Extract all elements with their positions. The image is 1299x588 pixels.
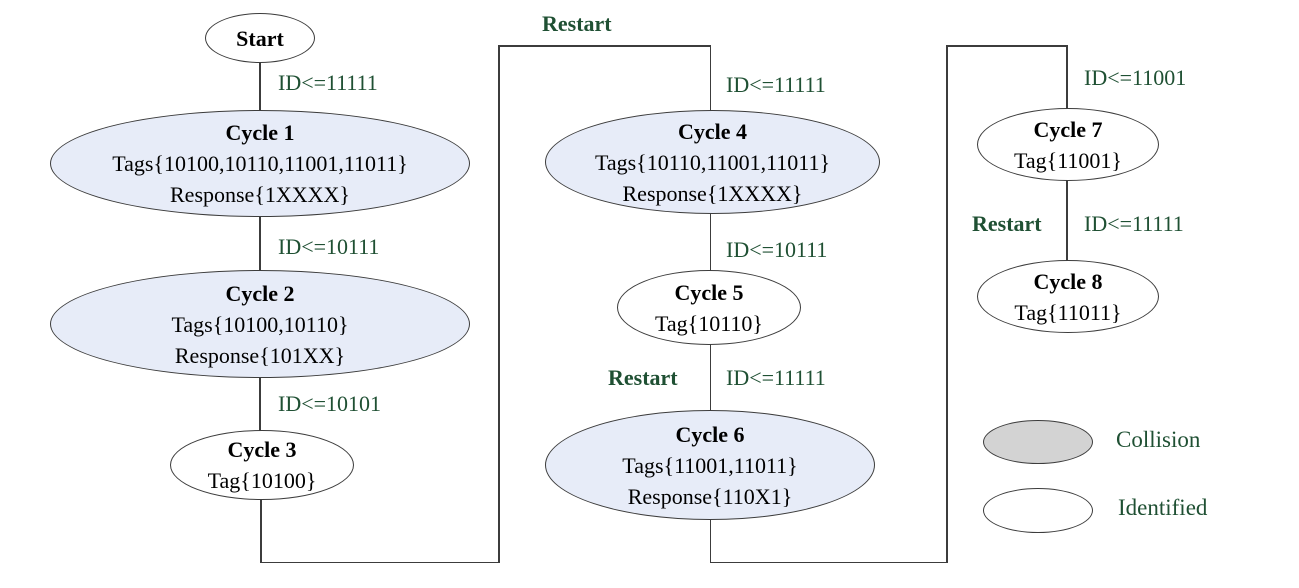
node-tags: Tags{10110,11001,11011} [594, 149, 831, 175]
edge-label-cycle5-cycle6: ID<=11111 [726, 365, 826, 390]
edge-cycle4-cycle5 [709, 211, 711, 273]
edge-label-start-cycle1: ID<=11111 [278, 70, 378, 95]
node-title: Cycle 1 [225, 120, 295, 145]
node-tags: Tags{10100,10110,11001,11011} [112, 151, 408, 176]
edge-cycle2-cycle3 [259, 376, 261, 433]
restart-loop2-into-cycle7-segment [1066, 45, 1068, 111]
edge-label-cycle2-cycle3: ID<=10101 [278, 391, 382, 416]
restart-loop1-down-segment [260, 497, 262, 563]
edge-cycle5-cycle6 [709, 342, 711, 413]
edge-label-loop2-cycle7: ID<=11001 [1084, 65, 1187, 90]
restart-label-cycle7: Restart [972, 211, 1042, 236]
node-title: Cycle 2 [225, 280, 295, 306]
node-title: Cycle 4 [677, 118, 748, 144]
restart-label-loop1: Restart [542, 11, 612, 36]
node-response: Response{1XXXX} [170, 182, 350, 207]
restart-loop1-up-segment [498, 45, 500, 563]
legend-identified-swatch [983, 488, 1093, 533]
node-tag: Tag{11011} [1014, 299, 1122, 325]
restart-label-cycle5: Restart [608, 365, 678, 390]
node-tags: Tags{11001,11011} [622, 452, 798, 478]
node-start: Start [205, 13, 315, 63]
node-cycle-6: Cycle 6 Tags{11001,11011} Response{110X1… [545, 410, 875, 520]
restart-loop2-up-segment [946, 45, 948, 563]
restart-loop1-bottom-segment [260, 561, 499, 563]
restart-loop2-bottom-segment [709, 561, 948, 563]
legend-collision-label: Collision [1116, 427, 1201, 452]
node-title: Cycle 7 [1033, 116, 1103, 142]
node-title: Cycle 6 [675, 421, 745, 447]
restart-loop1-into-cycle4-segment [709, 45, 711, 113]
node-tags: Tags{10100,10110} [171, 311, 349, 337]
edge-cycle1-cycle2 [259, 214, 261, 274]
node-cycle-2: Cycle 2 Tags{10100,10110} Response{101XX… [50, 270, 470, 378]
node-tag: Tag{10110} [655, 310, 763, 336]
node-tag: Tag{11001} [1014, 147, 1122, 173]
node-cycle-5: Cycle 5 Tag{10110} [617, 270, 801, 345]
node-tag: Tag{10100} [207, 468, 317, 493]
node-response: Response{101XX} [174, 342, 346, 368]
edge-label-cycle4-cycle5: ID<=10111 [726, 237, 828, 262]
edge-cycle7-cycle8 [1066, 178, 1068, 263]
edge-label-cycle7-cycle8: ID<=11111 [1084, 211, 1184, 236]
legend-identified-label: Identified [1118, 495, 1208, 520]
legend-collision-swatch [983, 420, 1093, 464]
node-title: Start [236, 25, 284, 51]
node-cycle-3: Cycle 3 Tag{10100} [170, 430, 354, 500]
node-cycle-8: Cycle 8 Tag{11011} [977, 260, 1159, 333]
node-cycle-7: Cycle 7 Tag{11001} [977, 108, 1159, 181]
node-title: Cycle 8 [1033, 268, 1103, 294]
node-title: Cycle 3 [227, 437, 297, 462]
node-response: Response{110X1} [627, 483, 793, 509]
node-title: Cycle 5 [674, 279, 744, 305]
restart-loop2-top-segment [946, 45, 1067, 47]
node-cycle-1: Cycle 1 Tags{10100,10110,11001,11011} Re… [50, 110, 470, 217]
node-response: Response{1XXXX} [622, 180, 803, 206]
restart-loop2-down-segment [709, 517, 711, 563]
edge-label-cycle1-cycle2: ID<=10111 [278, 234, 380, 259]
node-cycle-4: Cycle 4 Tags{10110,11001,11011} Response… [545, 110, 880, 214]
edge-start-cycle1 [259, 61, 261, 112]
restart-loop1-top-segment [498, 45, 711, 47]
edge-label-loop1-cycle4: ID<=11111 [726, 72, 826, 97]
